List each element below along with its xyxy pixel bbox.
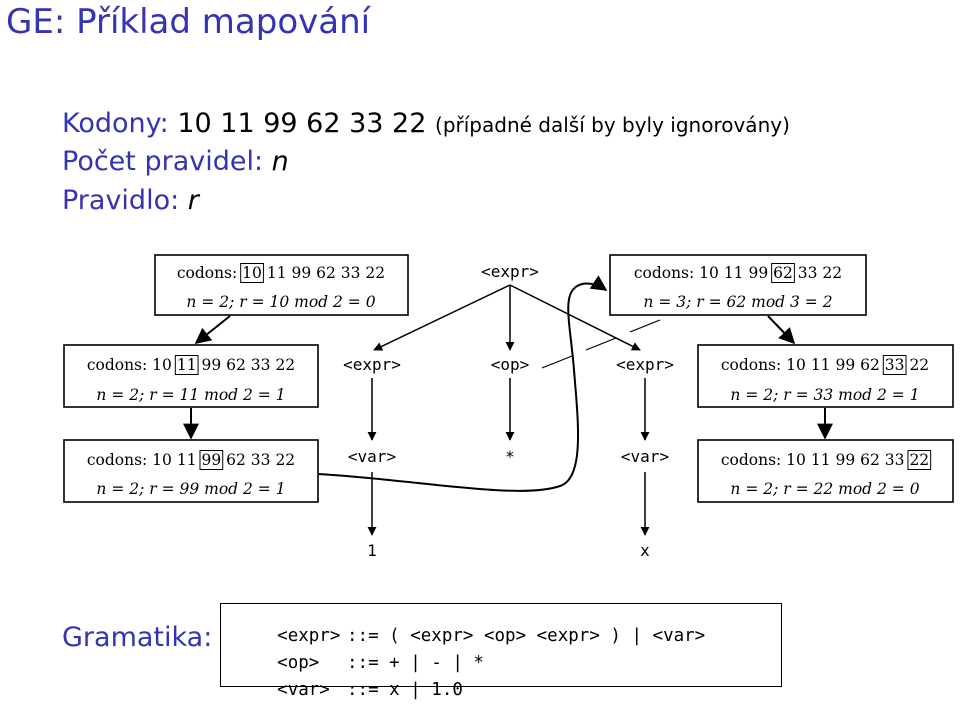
tree-edges: [367, 284, 650, 536]
rule-equation: n = 3; r = 62 mod 3 = 2: [643, 293, 832, 311]
codon-box-4: codons: 10 11 99 62 33 22 n = 3; r = 62 …: [609, 254, 867, 316]
dashed-connector: [541, 319, 661, 369]
svg-text:codons: 10 11 99 62 33 22: codons: 10 11 99 62 33 22: [634, 264, 842, 282]
tree-left-var: <var>: [348, 447, 396, 466]
rule-equation: n = 2; r = 22 mod 2 = 0: [730, 480, 919, 498]
highlighted-codon: 99: [201, 451, 221, 469]
tree-right-terminal: x: [640, 541, 650, 560]
codon-highlight-frame: [199, 450, 224, 470]
rule-symbol: r: [187, 185, 199, 216]
rules-count-line: Počet pravidel: n: [62, 146, 289, 177]
rule-equation: n = 2; r = 33 mod 2 = 1: [730, 386, 919, 404]
codon-box-3: codons: 10 11 99 62 33 22 n = 2; r = 99 …: [63, 439, 319, 503]
rule-line: Pravidlo: r: [62, 185, 199, 216]
rules-count-label: Počet pravidel:: [62, 146, 264, 177]
mapping-diagram: codons: 10 11 99 62 33 22 n = 2; r = 10 …: [63, 254, 954, 560]
rules-count-symbol: n: [271, 146, 289, 177]
grammar-lhs: <op>: [277, 653, 320, 673]
svg-text:codons: 10 11 99 62 33 22: codons: 10 11 99 62 33 22: [721, 451, 929, 469]
codon-highlight-frame: [174, 355, 199, 375]
grammar-lhs: <expr>: [277, 626, 341, 646]
grammar-rule-var: <var>::= x | 1.0: [235, 660, 463, 720]
codon-highlight-frame: [907, 450, 932, 470]
codons-note: (případné další by byly ignorovány): [435, 113, 790, 137]
highlighted-codon: 62: [773, 264, 793, 282]
flow-arrows: [183, 275, 833, 492]
grammar-box: <expr>::= ( <expr> <op> <expr> ) | <var>…: [220, 603, 782, 700]
codon-box-2: codons: 10 11 99 62 33 22 n = 2; r = 11 …: [63, 344, 319, 408]
svg-text:codons: 10 11 99 62 33 22: codons: 10 11 99 62 33 22: [177, 264, 385, 282]
rule-label: Pravidlo:: [62, 185, 180, 216]
codon-highlight-frame: [771, 263, 795, 283]
grammar-rule-op: <op>::= + | - | *: [235, 633, 484, 693]
page-title: GE: Příklad mapování: [6, 2, 371, 42]
codons-line: Kodony: 10 11 99 62 33 22 (případné dalš…: [62, 108, 790, 139]
rule-equation: n = 2; r = 10 mod 2 = 0: [186, 293, 375, 311]
codons-value: 10 11 99 62 33 22: [177, 108, 427, 139]
grammar-rhs: ::= ( <expr> <op> <expr> ) | <var>: [347, 626, 706, 646]
tree-op: <op>: [491, 355, 530, 374]
codons-label: Kodony:: [62, 108, 169, 139]
grammar-rule-expr: <expr>::= ( <expr> <op> <expr> ) | <var>: [235, 606, 705, 666]
svg-text:codons: 10 11 99 62 33 22: codons: 10 11 99 62 33 22: [721, 356, 929, 374]
tree-left-terminal: 1: [367, 541, 377, 560]
rule-equation: n = 2; r = 11 mod 2 = 1: [96, 386, 285, 404]
grammar-label: Gramatika:: [62, 622, 213, 653]
svg-text:codons: 10 11 99 62 33 22: codons: 10 11 99 62 33 22: [87, 451, 295, 469]
highlighted-codon: 10: [242, 264, 262, 282]
highlighted-codon: 22: [909, 451, 929, 469]
grammar-lhs: <var>: [277, 680, 330, 700]
codon-highlight-frame: [882, 355, 907, 375]
tree-right-var: <var>: [621, 447, 669, 466]
tree-root-expr: <expr>: [481, 262, 539, 281]
codon-highlight-frame: [240, 263, 264, 283]
codon-box-1: codons: 10 11 99 62 33 22 n = 2; r = 10 …: [154, 254, 409, 316]
tree-op-value: *: [505, 447, 515, 466]
svg-text:codons: 10 11 99 62 33 22: codons: 10 11 99 62 33 22: [87, 356, 295, 374]
codon-box-6: codons: 10 11 99 62 33 22 n = 2; r = 22 …: [697, 439, 954, 503]
highlighted-codon: 11: [177, 356, 197, 374]
grammar-rhs: ::= + | - | *: [347, 653, 484, 673]
tree-right-expr: <expr>: [616, 355, 674, 374]
highlighted-codon: 33: [885, 356, 905, 374]
codon-box-5: codons: 10 11 99 62 33 22 n = 2; r = 33 …: [697, 344, 954, 408]
rule-equation: n = 2; r = 99 mod 2 = 1: [96, 480, 285, 498]
tree-left-expr: <expr>: [343, 355, 401, 374]
grammar-rhs: ::= x | 1.0: [347, 680, 463, 700]
